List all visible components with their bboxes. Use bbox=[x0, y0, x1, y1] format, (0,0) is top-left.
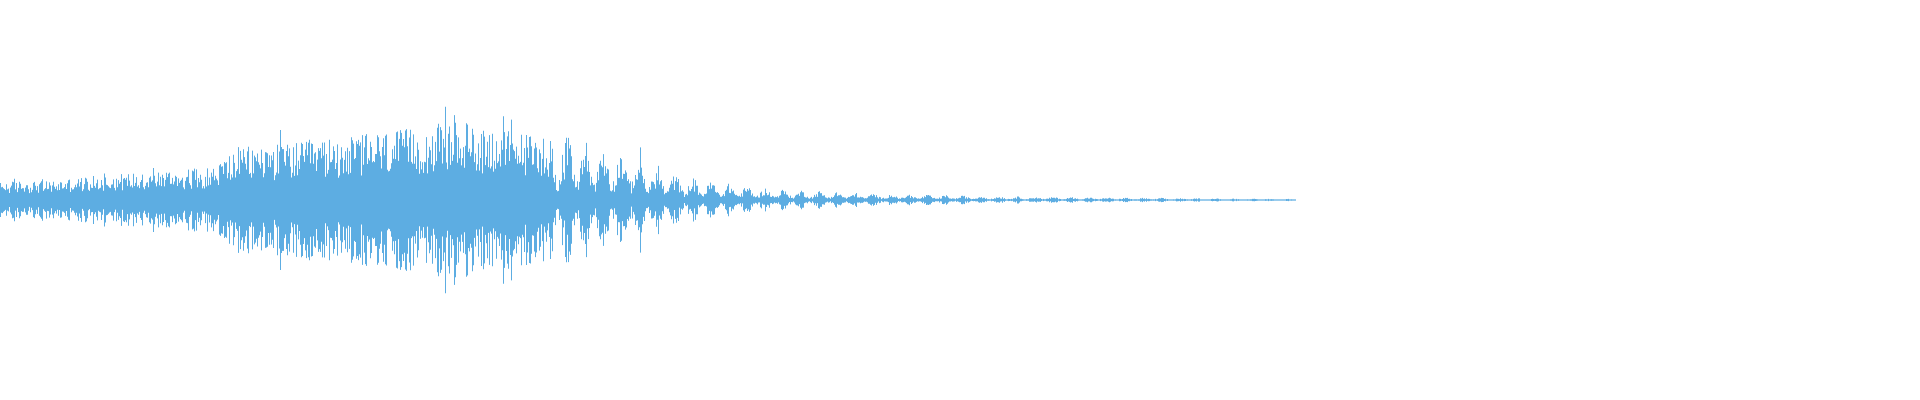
waveform-trace bbox=[0, 106, 1296, 294]
waveform-path bbox=[0, 106, 1296, 294]
